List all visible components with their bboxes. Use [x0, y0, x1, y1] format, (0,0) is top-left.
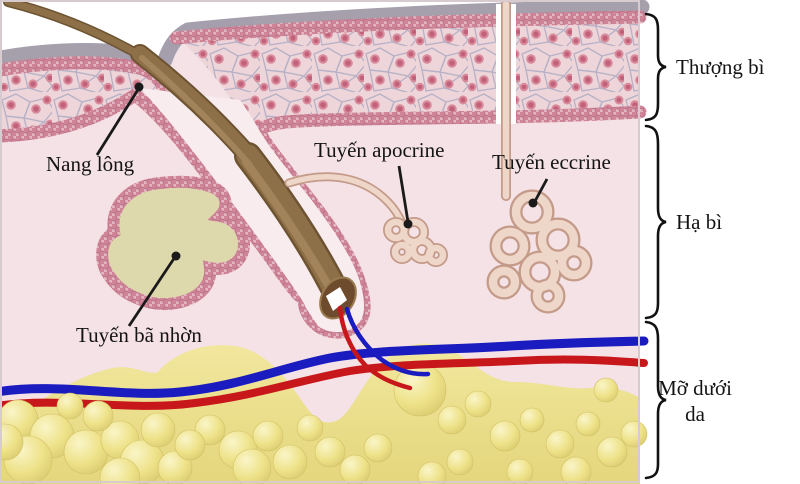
label-tuyen-eccrine: Tuyến eccrine — [492, 150, 611, 174]
artery-branch — [337, 305, 413, 391]
pointer-tuyen-eccrine — [532, 178, 549, 204]
label-nang-long: Nang lông — [46, 152, 135, 176]
hair-follicle — [140, 88, 365, 333]
dermal-papilla — [326, 287, 347, 311]
vein — [0, 336, 649, 398]
artery — [0, 355, 648, 410]
pointer-tuyen-ba-nhon — [127, 256, 177, 327]
brace-ha-bi — [644, 124, 667, 320]
illustration-border — [0, 0, 640, 483]
brace-thuong-bi — [644, 12, 667, 122]
label-tuyen-apocrine: Tuyến apocrine — [314, 138, 445, 162]
hair-shaft — [3, 0, 357, 320]
label-tuyen-ba-nhon: Tuyến bã nhờn — [76, 323, 202, 347]
layer-label-ha-bi: Hạ bì — [676, 210, 723, 234]
sebaceous-gland — [96, 175, 251, 311]
brace-mo-duoi-da — [644, 320, 667, 480]
pointer-lines — [95, 82, 549, 327]
blood-vessels — [0, 305, 649, 410]
apocrine-gland — [284, 172, 448, 267]
pointer-tuyen-apocrine — [397, 165, 410, 223]
layer-braces — [644, 12, 667, 480]
layer-label-thuong-bi: Thượng bì — [676, 55, 765, 79]
fat-lobules-front — [0, 392, 206, 484]
vein-branch — [344, 306, 431, 377]
eccrine-gland — [486, 0, 593, 314]
layer-label-mo-duoi-da: Mỡ dưới da — [658, 376, 732, 426]
pointer-nang-long — [95, 87, 141, 156]
